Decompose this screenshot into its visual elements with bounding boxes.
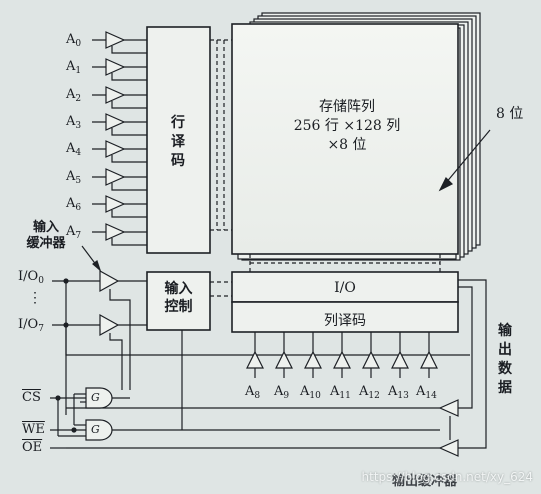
input-control-label: 输入 控制 [147,280,210,316]
row-decoder-char: 译 [171,133,185,150]
output-data-lines [65,279,487,457]
col-address-label-a14: A14 [416,384,437,401]
column-decoder-label: 列译码 [324,313,366,329]
row-decoder [146,26,211,254]
depth-label: 8 位 [496,106,524,122]
output-data-char: 出 [498,341,512,358]
row-decoder-char: 行 [171,115,185,131]
gate-label-1: G [91,391,100,404]
output-data-char: 据 [498,379,512,396]
row-address-label-a0: A0 [66,32,82,49]
row-address-label-a2: A2 [66,87,82,104]
column-address-buffers [246,332,438,378]
memory-array [231,23,459,255]
output-data-char: 输 [498,323,512,339]
col-address-label-a11: A11 [330,384,351,401]
row-address-label-a3: A3 [66,114,82,131]
watermark: https://blog.csdn.net/xy_624 [361,470,533,484]
col-address-label-a12: A12 [359,384,380,401]
row-address-buffers [92,31,147,246]
row-decoder-label: 行 译 码 [169,114,187,171]
input-control-line: 输入 [164,281,193,297]
output-data-char: 数 [498,360,512,377]
column-decoder [231,301,459,333]
col-address-label-a10: A10 [300,384,321,401]
io7-label: I/O7 [18,317,44,334]
col-address-label-a8: A8 [245,384,261,401]
input-buffer-label: 输入 缓冲器 [10,220,82,253]
row-address-label-a7: A7 [66,224,82,241]
memory-array-label: 存储阵列 256 行 ×128 列 ×8 位 [262,98,432,155]
row-decoder-char: 码 [171,152,185,169]
io-ellipsis: ⋮ [28,290,42,306]
memory-array-line3: ×8 位 [327,136,367,153]
input-control [146,271,211,331]
memory-array-line2: 256 行 ×128 列 [293,117,401,134]
io0-label: I/O0 [18,269,44,286]
row-address-label-a5: A5 [66,169,82,186]
row-address-label-a6: A6 [66,196,82,213]
memory-array-line1: 存储阵列 [319,99,375,115]
row-address-label-a4: A4 [66,141,82,158]
io-block-label: I/O [334,280,356,296]
bottom-title: 输出缓冲器 [392,474,458,489]
we-signal-label: WE [22,422,45,437]
col-address-label-a9: A9 [274,384,290,401]
output-data-label: 输 出 数 据 [496,322,514,398]
io-block [231,271,459,303]
col-address-label-a13: A13 [388,384,409,401]
input-buffer-line: 输入 [32,220,59,235]
input-control-line: 控制 [164,299,193,316]
memory-array-stack [231,12,491,261]
cs-signal-label: CS [22,390,41,405]
gate-label-2: G [91,423,100,436]
input-buffer-line: 缓冲器 [26,236,66,252]
control-gates [50,330,440,449]
input-buffers [52,245,147,390]
oe-signal-label: OE [22,440,43,455]
row-address-label-a1: A1 [66,59,82,76]
